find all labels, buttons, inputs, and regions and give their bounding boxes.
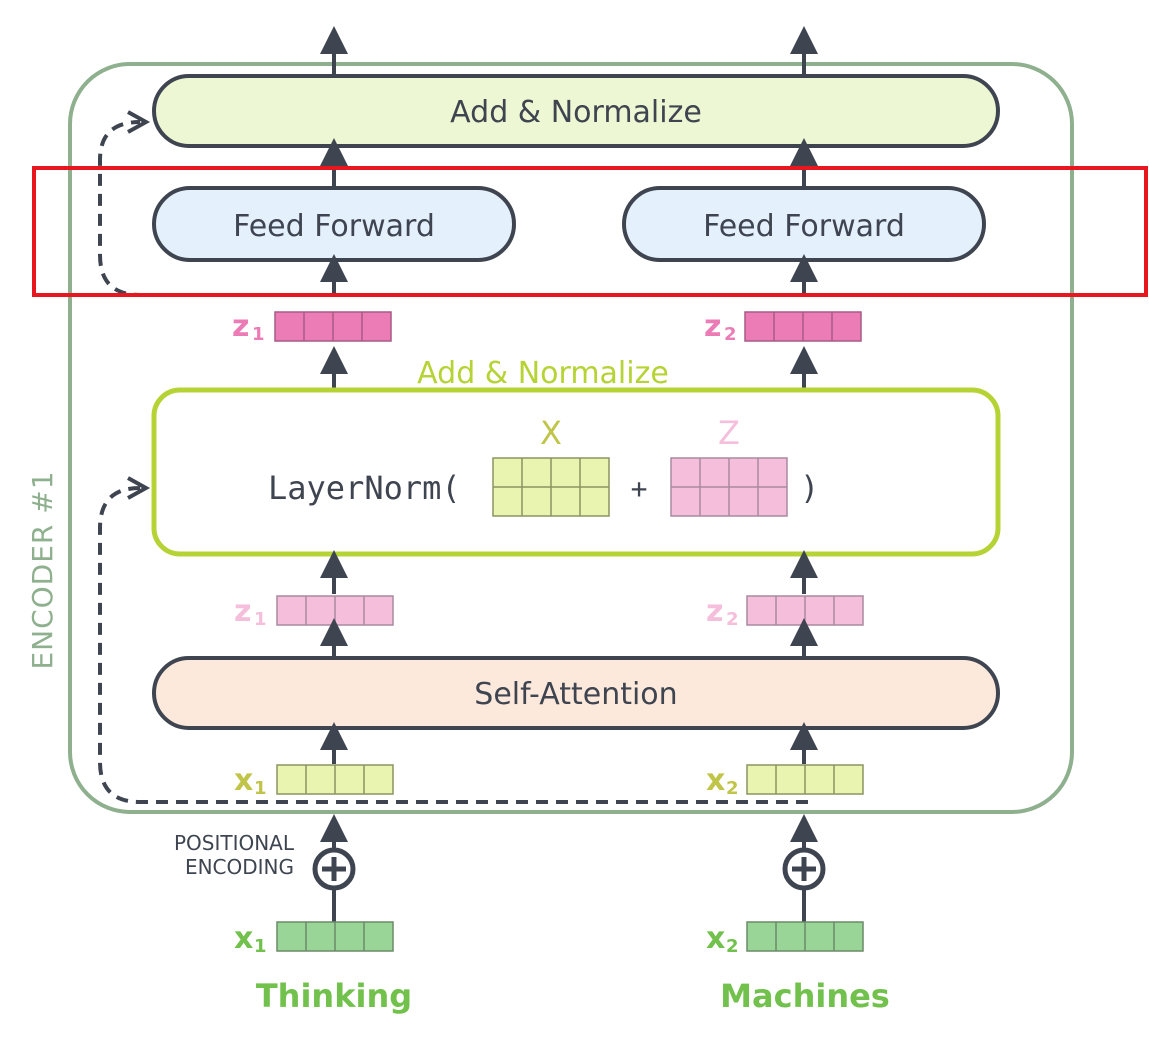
z-to-ff-arrows [320,254,818,296]
x-input-vector-2: x 2 [706,921,864,957]
residual-arrowhead-bottom [127,476,151,500]
highlight-box [32,166,1148,297]
layernorm-z-label: Z [718,414,740,452]
layernorm-prefix: LayerNorm( [268,469,461,507]
z-attention-vector-2: z 2 [706,594,864,630]
feed-forward-label-2: Feed Forward [703,209,905,244]
positional-add-1 [312,814,356,922]
x-encoder-sub-1: 1 [254,778,267,799]
x-input-letter-1: x [234,921,253,956]
x-encoder-vector-1: x 1 [234,763,394,799]
add-normalize-top-label: Add & Normalize [450,95,702,130]
z-to-layernorm-arrows [320,550,818,594]
input-word-machines: Machines [720,977,890,1015]
self-attention-block: Self-Attention [152,656,1000,730]
z-attention-letter-2: z [706,594,723,629]
z-output-vector-1: z 1 [232,309,392,345]
z-attention-sub-1: 1 [254,609,267,630]
z-output-vector-2: z 2 [704,309,862,345]
add-normalize-mid-label: Add & Normalize [417,356,669,391]
x-encoder-sub-2: 2 [726,778,739,799]
input-word-thinking: Thinking [256,977,412,1015]
z-output-sub-2: 2 [724,324,737,345]
x-input-letter-2: x [706,921,725,956]
layernorm-plus: + [631,472,648,505]
z-attention-sub-2: 2 [726,609,739,630]
residual-connection-bottom [98,486,808,804]
z-output-letter-2: z [704,309,721,344]
feed-forward-block-1: Feed Forward [152,186,516,262]
self-attention-label: Self-Attention [474,677,677,712]
z-attention-vector-1: z 1 [234,594,394,630]
x-encoder-letter-1: x [234,763,253,798]
residual-arrowhead-top [127,110,151,134]
layernorm-x-matrix [492,457,610,517]
x-to-attention-arrows [320,722,818,764]
output-arrows [320,26,818,76]
z-attention-letter-1: z [234,594,251,629]
feed-forward-block-2: Feed Forward [622,186,986,262]
x-input-sub-2: 2 [726,936,739,957]
layernorm-z-matrix [670,457,788,517]
x-encoder-letter-2: x [706,763,725,798]
x-input-vector-1: x 1 [234,921,394,957]
x-input-sub-1: 1 [254,936,267,957]
layernorm-block: LayerNorm( X + Z ) [151,387,1001,557]
attention-to-z-arrows [320,618,818,658]
encoder-label: ENCODER #1 [26,470,59,669]
layernorm-x-label: X [540,414,562,452]
positional-encoding-line1: POSITIONAL [174,831,295,855]
layernorm-to-z-arrows [320,346,818,388]
positional-add-2 [782,814,826,922]
encoder-frame [68,62,1074,814]
x-encoder-vector-2: x 2 [706,763,864,799]
positional-encoding-line2: ENCODING [185,855,294,879]
layernorm-suffix: ) [800,469,819,507]
add-normalize-top-block: Add & Normalize [152,74,1000,148]
z-output-sub-1: 1 [252,324,265,345]
z-output-letter-1: z [232,309,249,344]
feed-forward-label-1: Feed Forward [233,209,435,244]
